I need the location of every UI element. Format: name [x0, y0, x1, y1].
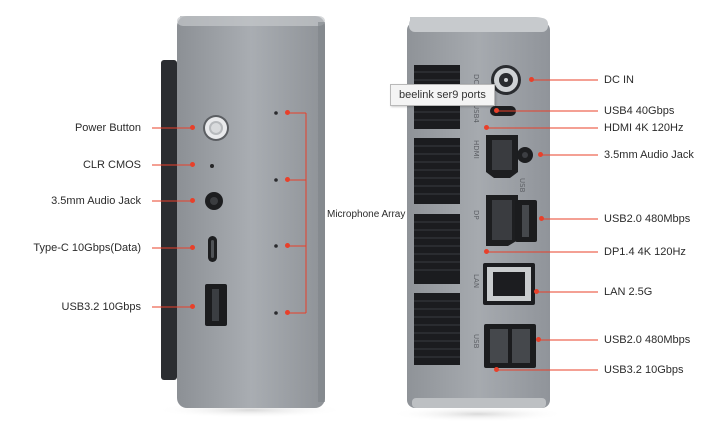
label-type-c: Type-C 10Gbps(Data) [33, 242, 141, 254]
callout-dot-usb2-b [536, 337, 541, 342]
label-power-button: Power Button [74, 122, 141, 134]
callout-dot-dp [484, 249, 489, 254]
silk-usb-1: USB [518, 178, 526, 193]
silk-lan: LAN [472, 274, 480, 288]
label-usb32-back: USB3.2 10Gbps [604, 364, 684, 376]
label-hdmi: HDMI 4K 120Hz [604, 122, 684, 134]
callout-dot-mic-4 [285, 310, 290, 315]
label-usb4: USB4 40Gbps [604, 105, 675, 117]
callout-dot-lan [534, 289, 539, 294]
label-dc-in: DC IN [604, 74, 634, 86]
label-usb32-front: USB3.2 10Gbps [61, 301, 142, 313]
back-unit: DC USB4 HDMI USB DP LAN USB [407, 17, 550, 408]
callout-dot-usb4 [494, 108, 499, 113]
silk-dp: DP [472, 210, 480, 220]
label-lan: LAN 2.5G [604, 286, 653, 298]
callout-dot-dcin [529, 77, 534, 82]
label-dp: DP1.4 4K 120Hz [604, 246, 686, 258]
callout-dot-usb32-r [494, 367, 499, 372]
callout-dot-audio [190, 198, 195, 203]
callout-dot-usb2-a [539, 216, 544, 221]
callout-dot-typec [190, 245, 195, 250]
callout-dot-audio-r [538, 152, 543, 157]
label-usb2-bottom: USB2.0 480Mbps [604, 334, 691, 346]
silk-hdmi: HDMI [472, 140, 480, 159]
back-ground-shadow [390, 406, 566, 422]
front-unit [161, 16, 325, 408]
callout-dot-mic-3 [285, 243, 290, 248]
silk-dc: DC [472, 74, 480, 84]
callout-dot-cmos [190, 162, 195, 167]
silk-usb4: USB4 [472, 104, 480, 123]
label-microphone-array: Microphone Array [327, 209, 406, 220]
silk-usb-2: USB [472, 334, 480, 349]
callout-dot-usb32 [190, 304, 195, 309]
label-audio-jack-back: 3.5mm Audio Jack [604, 149, 694, 161]
callout-dot-hdmi [484, 125, 489, 130]
label-clr-cmos: CLR CMOS [82, 159, 141, 171]
label-audio-jack-front: 3.5mm Audio Jack [51, 195, 141, 207]
callout-dot-mic-2 [285, 177, 290, 182]
label-usb2-top: USB2.0 480Mbps [604, 213, 691, 225]
callout-dot-mic-1 [285, 110, 290, 115]
image-tooltip: beelink ser9 ports [390, 84, 495, 106]
callout-dot-power [190, 125, 195, 130]
